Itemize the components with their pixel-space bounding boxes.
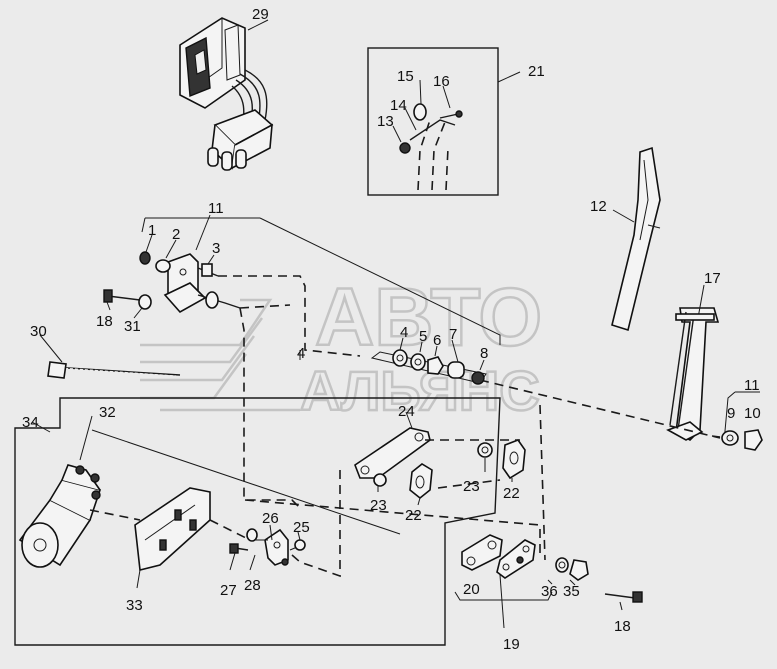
part-30-cable-tie <box>39 334 181 379</box>
parts-19-20-lever <box>454 534 643 629</box>
part-17-wiper-arm <box>666 284 720 441</box>
part-21-detail-inset <box>367 47 521 196</box>
callout-24: 24 <box>398 403 415 420</box>
callout-30: 30 <box>30 323 47 340</box>
callout-26: 26 <box>262 510 279 527</box>
callout-31: 31 <box>124 318 141 335</box>
callout-7: 7 <box>449 326 457 343</box>
callout-8: 8 <box>480 345 488 362</box>
part-11-pivot-bracket <box>103 214 501 345</box>
callout-22-left: 22 <box>405 507 422 524</box>
parts-25-28-crank <box>229 466 541 578</box>
callout-20: 20 <box>463 581 480 598</box>
callout-23-right: 23 <box>463 478 480 495</box>
callout-11-left: 11 <box>208 200 224 217</box>
callout-34: 34 <box>22 414 39 431</box>
callout-4-left: 4 <box>297 345 305 362</box>
watermark: АВТО АЛЬЯНС <box>140 271 543 423</box>
callout-10: 10 <box>744 405 761 422</box>
callout-18-right: 18 <box>614 618 631 635</box>
callout-5: 5 <box>419 328 427 345</box>
callout-36: 36 <box>541 583 558 600</box>
callout-6: 6 <box>433 332 441 349</box>
watermark-logo <box>140 298 300 412</box>
callout-2: 2 <box>172 226 180 243</box>
callout-32: 32 <box>99 404 116 421</box>
watermark-line1: АВТО <box>315 272 542 363</box>
part-32-wiper-motor <box>18 415 401 568</box>
callout-16: 16 <box>433 73 450 90</box>
callout-18-left: 18 <box>96 313 113 330</box>
parts-22-24-linkage <box>354 404 546 561</box>
callout-23-left: 23 <box>370 497 387 514</box>
callout-4-top: 4 <box>400 324 408 341</box>
callout-15: 15 <box>397 68 414 85</box>
callout-21: 21 <box>528 63 545 80</box>
callout-25: 25 <box>293 519 310 536</box>
callout-29: 29 <box>252 6 269 23</box>
callout-28: 28 <box>244 577 261 594</box>
callout-12: 12 <box>590 198 607 215</box>
callout-1: 1 <box>148 222 156 239</box>
callout-17: 17 <box>704 270 721 287</box>
callout-9: 9 <box>727 405 735 422</box>
callout-35: 35 <box>563 583 580 600</box>
part-11-nut-set-right <box>711 391 763 451</box>
callout-11-right: 11 <box>744 377 760 394</box>
part-12-wiper-blade <box>611 146 661 332</box>
part-34-mounting-frame <box>14 397 501 646</box>
callout-3: 3 <box>212 240 220 257</box>
callout-19: 19 <box>503 636 520 653</box>
callout-27: 27 <box>220 582 237 599</box>
callout-33: 33 <box>126 597 143 614</box>
callout-22-right: 22 <box>503 485 520 502</box>
part-29-switch <box>179 17 274 171</box>
callout-13: 13 <box>377 113 394 130</box>
part-33-motor-bracket <box>134 487 251 589</box>
callout-labels: 29 21 15 16 14 13 12 11 1 2 3 18 31 30 4… <box>22 6 761 653</box>
pivot-shaft-assembly <box>218 275 721 509</box>
callout-14: 14 <box>390 97 407 114</box>
